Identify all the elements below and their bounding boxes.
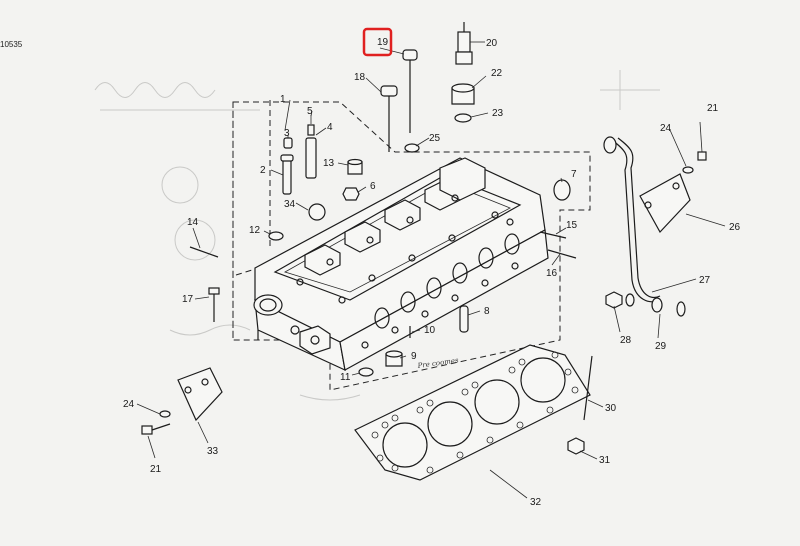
head-gasket [354, 344, 591, 481]
callout-23: 23 [492, 108, 504, 119]
part-34-plug [308, 203, 326, 221]
callout-22: 22 [491, 68, 503, 79]
callout-30: 30 [605, 403, 617, 414]
callout-3: 3 [284, 128, 290, 139]
callout-21-lower: 21 [150, 464, 162, 475]
callout-15: 15 [566, 220, 578, 231]
callout-28: 28 [620, 335, 632, 346]
callout-33: 33 [207, 446, 219, 457]
callout-32: 32 [530, 497, 542, 508]
callout-7: 7 [571, 169, 577, 180]
callout-19: 19 [377, 37, 389, 48]
callout-31: 31 [599, 455, 611, 466]
part-25-washer [404, 143, 420, 153]
callout-16: 16 [546, 268, 558, 279]
callout-34: 34 [284, 199, 296, 210]
callout-12: 12 [249, 225, 261, 236]
part-20-sender [455, 22, 473, 65]
callout-1: 1 [280, 94, 286, 105]
callout-26: 26 [729, 222, 741, 233]
drawing-code: 10535 [0, 40, 23, 49]
part-33-plate [141, 367, 223, 435]
callout-25: 25 [429, 133, 441, 144]
callout-27: 27 [699, 275, 711, 286]
callout-21-upper: 21 [707, 103, 719, 114]
callout-13: 13 [323, 158, 335, 169]
callout-10: 10 [424, 325, 436, 336]
part-4-5-guide [305, 115, 317, 179]
part-19-bolt [402, 49, 418, 133]
callout-labels: 1 2 3 4 5 6 7 8 9 10 11 12 13 14 15 16 1… [123, 37, 741, 508]
part-7-core-plug [553, 179, 571, 201]
highlight-box [362, 27, 393, 57]
callout-18: 18 [354, 72, 366, 83]
callout-24-upper: 24 [660, 123, 672, 134]
background-ghost-marks [94, 70, 660, 401]
part-30-stud [583, 355, 593, 421]
part-18-bolt [380, 85, 398, 152]
callout-9: 9 [411, 351, 417, 362]
callout-4: 4 [327, 122, 333, 133]
callout-11: 11 [340, 372, 351, 383]
part-13-cup [347, 158, 363, 175]
callout-29: 29 [655, 341, 667, 352]
callout-6: 6 [370, 181, 376, 192]
callout-2: 2 [260, 165, 266, 176]
part-2-valve-guide [280, 154, 294, 195]
part-15-16-studs [539, 231, 577, 259]
part-27-pipe [603, 136, 661, 303]
part-6-plug [342, 187, 360, 201]
callout-20: 20 [486, 38, 498, 49]
part-3-seal [283, 137, 293, 149]
callout-5: 5 [307, 106, 313, 117]
part-8-dowel [459, 305, 469, 333]
part-26-plate [639, 173, 691, 234]
handwritten-note: Pre coomes [416, 356, 459, 370]
part-24-21-upper [682, 151, 707, 174]
part-14-stud [189, 246, 219, 258]
part-11-washer [358, 367, 374, 377]
part-12-plug [268, 231, 284, 241]
part-28-29-fittings [605, 291, 686, 317]
callout-17: 17 [182, 294, 194, 305]
part-9-fitting [385, 350, 403, 367]
part-17-bolt [208, 287, 220, 322]
callout-8: 8 [484, 306, 490, 317]
part-22-23-housing [451, 83, 475, 123]
cylinder-head [253, 157, 549, 372]
callout-24-lower: 24 [123, 399, 135, 410]
callout-14: 14 [187, 217, 199, 228]
part-31-nut [567, 437, 585, 455]
